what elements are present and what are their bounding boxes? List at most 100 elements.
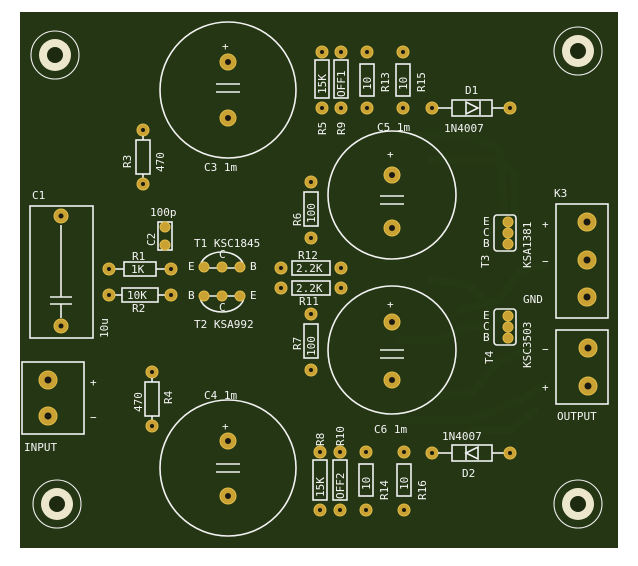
c1-label: C1 xyxy=(32,189,45,202)
resistor-r12: R12 2.2K xyxy=(274,249,348,276)
svg-text:E: E xyxy=(483,309,490,322)
r1-value: 1K xyxy=(131,263,145,276)
svg-text:R5: R5 xyxy=(316,122,329,135)
svg-text:15K: 15K xyxy=(314,477,327,497)
capacitor-c5: + C5 1m xyxy=(327,121,457,260)
svg-text:KSC3503: KSC3503 xyxy=(521,322,534,368)
svg-text:T3: T3 xyxy=(479,255,492,268)
svg-text:B: B xyxy=(250,260,257,273)
svg-text:E: E xyxy=(483,215,490,228)
svg-text:OFF1: OFF1 xyxy=(335,71,348,98)
c3-label: C3 1m xyxy=(204,161,237,174)
svg-text:E: E xyxy=(250,289,257,302)
svg-text:R16: R16 xyxy=(416,480,429,500)
svg-text:C: C xyxy=(219,301,226,314)
svg-text:2.2K: 2.2K xyxy=(296,262,323,275)
svg-text:100: 100 xyxy=(305,203,318,223)
svg-text:+: + xyxy=(90,376,97,389)
c2-value: 100p xyxy=(150,206,177,219)
mounting-hole-bottom-left xyxy=(32,479,82,529)
resistor-r8: 15K R8 xyxy=(312,433,328,517)
svg-text:R9: R9 xyxy=(335,122,348,135)
gnd-label: GND xyxy=(523,293,543,306)
copper-traces xyxy=(396,131,549,434)
c1-value: 10u xyxy=(98,318,111,338)
svg-text:R13: R13 xyxy=(379,72,392,92)
t2-label: T2 KSA992 xyxy=(194,318,254,331)
capacitor-c4: + C4 1m xyxy=(159,389,297,537)
svg-text:B: B xyxy=(483,331,490,344)
transistor-t1: T1 KSC1845 E C B xyxy=(188,237,260,273)
mounting-hole-top-right xyxy=(553,26,603,76)
svg-text:+: + xyxy=(542,218,549,231)
resistor-r1: R1 1K xyxy=(102,250,178,277)
svg-text:E: E xyxy=(188,260,195,273)
svg-text:10: 10 xyxy=(397,77,410,90)
svg-text:470: 470 xyxy=(154,152,167,172)
pcb-substrate xyxy=(20,12,618,548)
svg-text:+: + xyxy=(222,420,229,433)
mounting-hole-top-left xyxy=(30,30,80,80)
transistor-t2: B C E T2 KSA992 xyxy=(188,289,257,331)
connector-output: − + OUTPUT xyxy=(542,329,609,423)
resistor-r3: R3 470 xyxy=(121,123,167,191)
svg-text:−: − xyxy=(542,343,549,356)
svg-text:R14: R14 xyxy=(378,480,391,500)
resistor-r14: 10 R14 xyxy=(358,445,391,517)
svg-text:100: 100 xyxy=(305,336,318,356)
svg-text:1N4007: 1N4007 xyxy=(444,122,484,135)
r2-value: 10K xyxy=(127,289,147,302)
output-label: OUTPUT xyxy=(557,410,597,423)
transistor-t4: E C B T4 KSC3503 xyxy=(483,308,534,368)
svg-text:15K: 15K xyxy=(316,74,329,94)
svg-text:R6: R6 xyxy=(291,213,304,226)
svg-text:R12: R12 xyxy=(298,249,318,262)
resistor-r9: OFF1 R9 xyxy=(333,45,349,135)
svg-text:+: + xyxy=(387,298,394,311)
c4-label: C4 1m xyxy=(204,389,237,402)
transistor-t3: E C B T3 KSA1381 xyxy=(479,214,534,268)
connector-input: + − INPUT xyxy=(21,361,97,454)
resistor-r13: 10 R13 xyxy=(359,45,392,115)
t1-label: T1 KSC1845 xyxy=(194,237,260,250)
c6-label: C6 1m xyxy=(374,423,407,436)
resistor-r2: 10K R2 xyxy=(102,287,178,315)
resistor-r15: 10 R15 xyxy=(395,45,428,115)
svg-text:+: + xyxy=(542,381,549,394)
svg-text:R15: R15 xyxy=(415,72,428,92)
svg-text:10: 10 xyxy=(361,77,374,90)
svg-text:OFF2: OFF2 xyxy=(334,473,347,500)
svg-text:R2: R2 xyxy=(132,302,145,315)
svg-text:10: 10 xyxy=(360,477,373,490)
connector-k3: K3 + − GND xyxy=(523,187,609,319)
resistor-r11: 2.2K R11 xyxy=(274,280,348,308)
svg-text:R7: R7 xyxy=(291,337,304,350)
capacitor-c6: + C6 1m xyxy=(327,285,457,436)
input-label: INPUT xyxy=(24,441,57,454)
svg-text:R8: R8 xyxy=(314,433,327,446)
resistor-r16: 10 R16 xyxy=(396,445,429,517)
svg-text:+: + xyxy=(222,40,229,53)
resistor-r4: 470 R4 xyxy=(132,365,175,433)
svg-text:−: − xyxy=(542,255,549,268)
svg-text:D1: D1 xyxy=(465,84,478,97)
svg-text:KSA1381: KSA1381 xyxy=(521,222,534,268)
svg-text:R3: R3 xyxy=(121,155,134,168)
svg-text:D2: D2 xyxy=(462,467,475,480)
capacitor-c2: 100p C2 xyxy=(145,206,177,251)
svg-text:B: B xyxy=(483,237,490,250)
k3-label: K3 xyxy=(554,187,567,200)
resistor-r5: 15K R5 xyxy=(314,45,330,135)
resistor-r7: 100 R7 xyxy=(291,307,319,377)
resistor-r10: OFF2 R10 xyxy=(332,426,348,517)
svg-text:−: − xyxy=(90,411,97,424)
c5-label: C5 1m xyxy=(377,121,410,134)
svg-text:T4: T4 xyxy=(483,350,496,364)
capacitor-c3: + C3 1m xyxy=(159,21,297,174)
capacitor-c1: C1 10u xyxy=(29,189,111,339)
svg-text:C: C xyxy=(219,248,226,261)
svg-text:R10: R10 xyxy=(334,426,347,446)
svg-text:R4: R4 xyxy=(162,390,175,404)
